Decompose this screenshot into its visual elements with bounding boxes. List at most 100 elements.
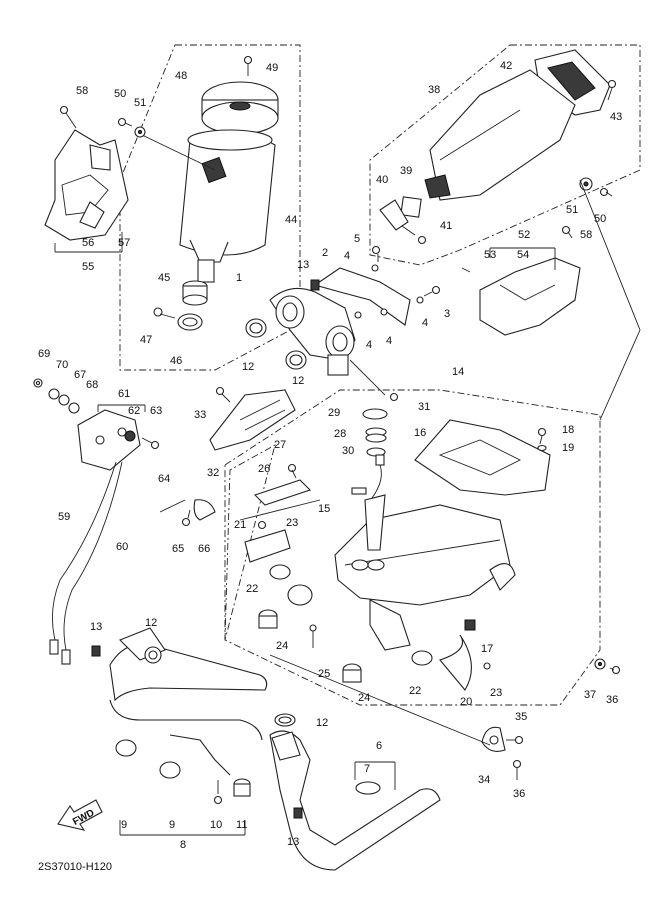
callout-67: 67 bbox=[74, 369, 86, 381]
bolt-36b bbox=[512, 759, 522, 780]
callout-29: 29 bbox=[328, 407, 340, 419]
bolt-18 bbox=[537, 427, 547, 445]
callout-32: 32 bbox=[207, 467, 219, 479]
bolt-47 bbox=[153, 307, 176, 319]
callout-37: 37 bbox=[584, 689, 596, 701]
callout-62: 62 bbox=[128, 405, 140, 417]
callout-51: 51 bbox=[566, 204, 578, 216]
callout-25: 25 bbox=[318, 668, 330, 680]
callout-46: 46 bbox=[170, 355, 182, 367]
leader-51-44 bbox=[139, 133, 216, 171]
washer-70 bbox=[48, 388, 60, 400]
clamp-22b bbox=[411, 650, 433, 666]
callout-7: 7 bbox=[364, 763, 370, 775]
bolt-36a bbox=[609, 665, 621, 675]
callout-36: 36 bbox=[513, 788, 525, 800]
bracket-21 bbox=[244, 529, 291, 563]
cylinder-24b bbox=[342, 663, 362, 683]
clamp-9b bbox=[159, 761, 181, 779]
bushing-68 bbox=[68, 402, 80, 414]
callout-64: 64 bbox=[158, 473, 170, 485]
callout-51: 51 bbox=[134, 97, 146, 109]
group-38-boundary bbox=[369, 44, 641, 266]
callout-54: 54 bbox=[517, 249, 529, 261]
cover-53-54 bbox=[479, 257, 581, 336]
callout-61: 61 bbox=[118, 388, 130, 400]
callout-18: 18 bbox=[562, 424, 574, 436]
callout-15: 15 bbox=[318, 503, 330, 515]
callout-40: 40 bbox=[376, 174, 388, 186]
callout-13: 13 bbox=[90, 621, 102, 633]
callout-23: 23 bbox=[490, 687, 502, 699]
callout-68: 68 bbox=[86, 379, 98, 391]
bolt-49 bbox=[243, 55, 253, 76]
bolt-5 bbox=[371, 245, 381, 262]
clamp-9a bbox=[115, 739, 137, 757]
callout-45: 45 bbox=[158, 272, 170, 284]
callout-26: 26 bbox=[258, 463, 270, 475]
leader-64 bbox=[159, 499, 186, 513]
callout-16: 16 bbox=[414, 427, 426, 439]
bolt-31 bbox=[389, 392, 399, 402]
callout-34: 34 bbox=[478, 774, 490, 786]
bolt-33 bbox=[215, 386, 231, 403]
clamp-22a bbox=[269, 564, 291, 580]
washer-19 bbox=[537, 444, 547, 452]
callout-53: 53 bbox=[484, 249, 496, 261]
bolt-35 bbox=[506, 735, 524, 745]
shield-20 bbox=[439, 634, 472, 691]
bolt-23b bbox=[483, 662, 491, 670]
air-filter-case-48 bbox=[201, 81, 279, 135]
callout-8: 8 bbox=[180, 839, 186, 851]
callout-50: 50 bbox=[594, 213, 606, 225]
callout-10: 10 bbox=[210, 819, 222, 831]
cylinder-24a bbox=[258, 609, 278, 629]
oring-12a bbox=[245, 318, 267, 338]
callout-12: 12 bbox=[145, 617, 157, 629]
bolt-23a bbox=[257, 520, 267, 530]
bolt-25 bbox=[309, 624, 317, 648]
callout-44: 44 bbox=[285, 214, 297, 226]
bolt-65 bbox=[181, 509, 191, 527]
callout-33: 33 bbox=[194, 409, 206, 421]
callout-14: 14 bbox=[452, 366, 464, 378]
callout-19: 19 bbox=[562, 442, 574, 454]
nut-4b bbox=[354, 311, 362, 319]
callout-22: 22 bbox=[246, 583, 258, 595]
bolt-69 bbox=[33, 378, 43, 388]
callout-12: 12 bbox=[292, 375, 304, 387]
bracket-34 bbox=[481, 726, 506, 752]
callout-43: 43 bbox=[610, 111, 622, 123]
callout-9: 9 bbox=[169, 819, 175, 831]
callout-4: 4 bbox=[366, 339, 372, 351]
callout-42: 42 bbox=[500, 60, 512, 72]
case-38 bbox=[424, 69, 576, 201]
callout-41: 41 bbox=[440, 220, 452, 232]
gasket-11 bbox=[233, 778, 251, 797]
air-duct-body bbox=[179, 129, 276, 283]
callout-52: 52 bbox=[518, 229, 530, 241]
bolt-27 bbox=[287, 463, 297, 479]
callout-58: 58 bbox=[580, 229, 592, 241]
nut-4d bbox=[416, 296, 424, 304]
oring-12d bbox=[274, 713, 296, 727]
callout-59: 59 bbox=[58, 511, 70, 523]
bolt-63 bbox=[141, 437, 160, 450]
bolt-50b bbox=[599, 187, 613, 197]
leader-right-side bbox=[579, 179, 641, 421]
callout-66: 66 bbox=[198, 543, 210, 555]
exhaust-pipe-6 bbox=[269, 730, 441, 871]
callout-22: 22 bbox=[409, 685, 421, 697]
callout-38: 38 bbox=[428, 84, 440, 96]
fwd-label: FWD bbox=[71, 808, 96, 828]
callout-9: 9 bbox=[121, 819, 127, 831]
washer-51 bbox=[134, 126, 146, 138]
bolt-50 bbox=[117, 117, 133, 127]
leader-26 bbox=[239, 499, 321, 521]
callout-57: 57 bbox=[118, 237, 130, 249]
callout-48: 48 bbox=[175, 70, 187, 82]
callout-31: 31 bbox=[418, 401, 430, 413]
leader-34 bbox=[269, 654, 491, 746]
callout-28: 28 bbox=[334, 428, 346, 440]
